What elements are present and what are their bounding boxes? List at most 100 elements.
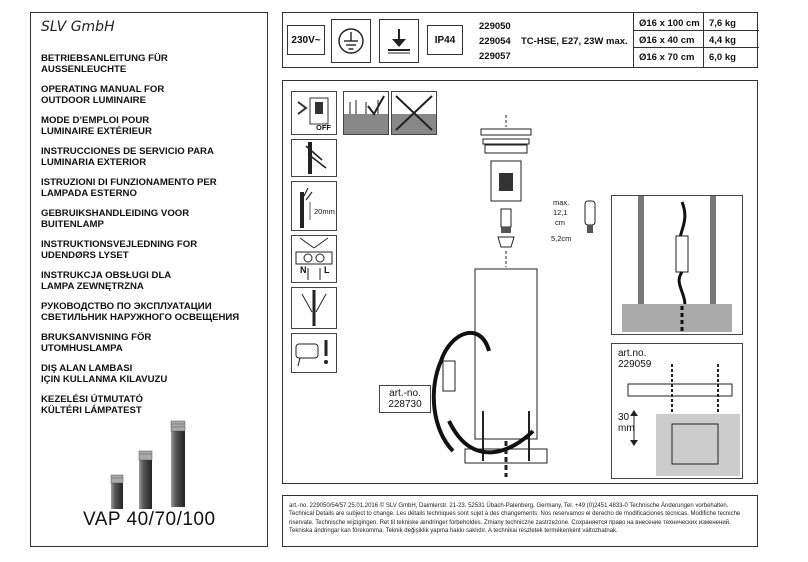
step-power-off: OFF bbox=[291, 91, 337, 135]
weight-3: 6,0 kg bbox=[709, 52, 736, 63]
language-title-line: LAMPADA ESTERNO bbox=[41, 188, 137, 199]
mounting-surface-cell bbox=[379, 19, 419, 63]
terminal-block-icon bbox=[295, 237, 333, 280]
depth-unit: mm bbox=[618, 423, 635, 434]
gravel-ground-icon bbox=[344, 95, 388, 134]
strip-length-label: 20mm bbox=[314, 207, 335, 216]
art-228730-label: art.-no. 228730 bbox=[379, 385, 431, 413]
language-title-line: OUTDOOR LUMINAIRE bbox=[41, 95, 146, 106]
language-title-line: INSTRUKTIONSVEJLEDNING FOR bbox=[41, 239, 198, 250]
protection-class-icon bbox=[338, 28, 364, 54]
detail-ground-anchor: art.no. 229059 30 mm bbox=[611, 343, 743, 479]
step-warning bbox=[291, 333, 337, 373]
off-label: OFF bbox=[316, 123, 331, 132]
dimension-2: Ø16 x 40 cm bbox=[639, 35, 695, 46]
product-name: VAP 40/70/100 bbox=[83, 509, 216, 530]
luminaire-exploded-view bbox=[464, 115, 548, 477]
terminal-label-n: N bbox=[300, 265, 307, 275]
art-number-3: 229057 bbox=[479, 51, 511, 62]
voltage-label: 230V~ bbox=[291, 34, 321, 46]
language-title-line: MODE D’EMPLOI POUR bbox=[41, 115, 150, 126]
language-title-line: KEZELÉSI ÚTMUTATÓ bbox=[41, 394, 143, 405]
lamp-diameter-label: 5,2cm bbox=[551, 234, 572, 243]
language-title-line: UDENDØRS LYSET bbox=[41, 250, 129, 261]
language-title-line: LUMINARIA EXTERIOR bbox=[41, 157, 147, 168]
language-title-line: AUSSENLEUCHTE bbox=[41, 64, 127, 75]
language-title-line: LUMINAIRE EXTÉRIEUR bbox=[41, 126, 152, 137]
terminal-label-l: L bbox=[324, 265, 330, 275]
lamp-max-unit: cm bbox=[555, 218, 565, 227]
cable-feed-icon bbox=[301, 290, 327, 326]
bollard-product-illustration bbox=[110, 420, 186, 509]
language-title-line: РУКОВОДСТВО ПО ЭКСПЛУАТАЦИИ bbox=[41, 301, 212, 312]
language-title-line: GEBRUIKSHANDLEIDING VOOR bbox=[41, 208, 190, 219]
spec-table: 229050 229054 229057 TC-HSE, E27, 23W ma… bbox=[471, 13, 759, 67]
incorrect-ground-icon bbox=[392, 95, 436, 134]
language-title-line: LAMPA ZEWNĘTRZNA bbox=[41, 281, 144, 292]
language-title-line: OPERATING MANUAL FOR bbox=[41, 84, 165, 95]
language-title-line: INSTRUCCIONES DE SERVICIO PARA bbox=[41, 146, 214, 157]
lamp-max-label: max. bbox=[553, 198, 570, 207]
step-terminal-connection: N L bbox=[291, 235, 337, 283]
art-229059-prefix: art.no. bbox=[618, 348, 647, 359]
language-title-line: KÜLTÉRI LÁMPATEST bbox=[41, 405, 142, 416]
depth-value: 30 bbox=[618, 412, 630, 423]
warning-icon bbox=[295, 340, 328, 367]
art-number-1: 229050 bbox=[479, 21, 511, 32]
art-229059-label: art.no. 229059 bbox=[618, 348, 651, 370]
ground-type-incorrect bbox=[391, 91, 437, 135]
ip-rating-label: IP44 bbox=[434, 34, 456, 46]
weight-2: 4,4 kg bbox=[709, 35, 736, 46]
dimension-3: Ø16 x 70 cm bbox=[639, 52, 695, 63]
dimension-1: Ø16 x 100 cm bbox=[639, 18, 700, 29]
voltage-cell: 230V~ bbox=[287, 25, 325, 55]
lamp-type: TC-HSE, E27, 23W max. bbox=[521, 36, 628, 47]
art-228730-prefix: art.-no. bbox=[389, 388, 421, 399]
language-title-line: IÇIN KULLANMA KILAVUZU bbox=[41, 374, 168, 385]
depth-label: 30 mm bbox=[618, 412, 635, 434]
language-title-line: DIŞ ALAN LAMBASI bbox=[41, 363, 133, 374]
footer-legal-text: art.-no. 229050/54/57 25.01.2016 © SLV G… bbox=[289, 503, 741, 534]
brand-name: SLV GmbH bbox=[41, 19, 115, 35]
language-title-line: BUITENLAMP bbox=[41, 219, 104, 230]
protection-class-cell bbox=[331, 19, 371, 63]
power-off-switch-icon bbox=[297, 97, 329, 125]
language-title-line: ISTRUZIONI DI FUNZIONAMENTO PER bbox=[41, 177, 217, 188]
step-cable-feed bbox=[291, 287, 337, 329]
art-number-2: 229054 bbox=[479, 36, 511, 47]
detail-cable-in-pole bbox=[611, 195, 743, 335]
cable-in-pole-detail bbox=[622, 196, 732, 332]
ground-anchor-drawing bbox=[627, 364, 740, 476]
language-title-line: BRUKSANVISNING FÖR bbox=[41, 332, 152, 343]
strip-length-icon bbox=[300, 187, 313, 228]
language-title-line: СВЕТИЛЬНИК НАРУЖНОГО ОСВЕЩЕНИЯ bbox=[41, 312, 240, 323]
art-228730-number: 228730 bbox=[388, 399, 422, 410]
art-229059-number: 229059 bbox=[618, 359, 652, 370]
legal-footer: art.-no. 229050/54/57 25.01.2016 © SLV G… bbox=[282, 495, 758, 547]
lamp-dimension-annotation: max. 12,1 cm 5,2cm bbox=[549, 195, 609, 245]
language-title-line: INSTRUKCJA OBSŁUGI DLA bbox=[41, 270, 172, 281]
weight-1: 7,6 kg bbox=[709, 18, 736, 29]
language-title-line: BETRIEBSANLEITUNG FÜR bbox=[41, 53, 168, 64]
spec-header: 230V~ IP44 229050 229054 229057 TC-HSE, … bbox=[282, 12, 759, 68]
language-title-line: UTOMHUSLAMPA bbox=[41, 343, 123, 354]
installation-diagram-frame: OFF 20mm N L bbox=[282, 80, 758, 484]
ground-type-correct bbox=[343, 91, 389, 135]
step-strip-length: 20mm bbox=[291, 181, 337, 231]
cable-strip-icon bbox=[305, 142, 327, 174]
ip-rating-cell: IP44 bbox=[427, 25, 463, 55]
spiral-lamp-icon bbox=[584, 200, 596, 233]
